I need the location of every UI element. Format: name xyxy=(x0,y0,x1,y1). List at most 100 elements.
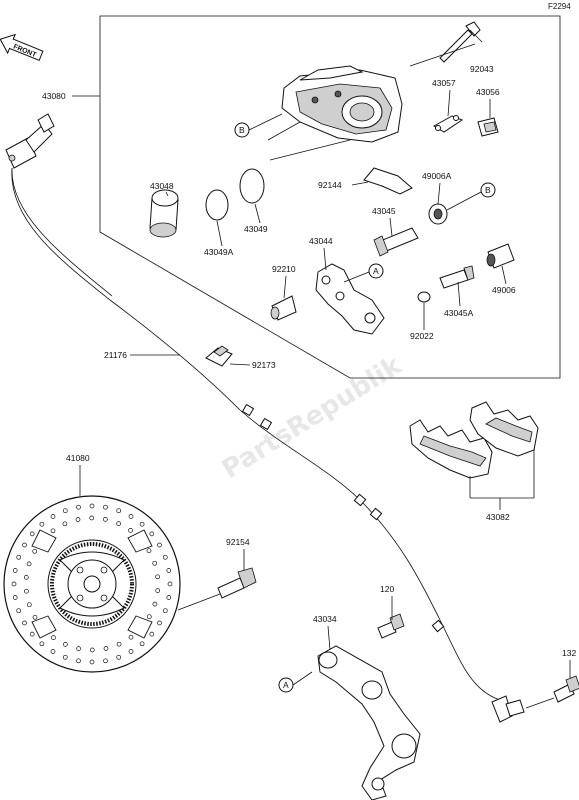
disc-hole xyxy=(23,575,29,580)
disc-hole xyxy=(39,521,45,527)
label-49006: 49006 xyxy=(492,285,516,295)
label-43056: 43056 xyxy=(476,87,500,97)
brake-disc xyxy=(3,495,181,673)
slide-pin-43045 xyxy=(373,227,419,257)
brake-pad-right xyxy=(469,401,539,457)
label-41080: 41080 xyxy=(66,453,90,463)
disc-hole xyxy=(39,641,45,647)
disc-hole xyxy=(22,620,27,626)
watermark: PartsRepublik xyxy=(217,350,407,485)
label-43057: 43057 xyxy=(432,78,456,88)
slide-pin-43045a xyxy=(439,265,475,289)
label-43044: 43044 xyxy=(309,236,333,246)
disc-hole xyxy=(76,504,81,510)
disc-hole xyxy=(12,595,18,600)
disc-hole xyxy=(116,521,121,526)
disc-hole xyxy=(76,658,81,664)
disc-hole xyxy=(103,658,108,664)
disc-bolt xyxy=(217,567,257,599)
label-132: 132 xyxy=(562,648,576,658)
disc-hole xyxy=(89,515,95,521)
abs-sensor-bracket xyxy=(317,645,421,800)
disc-hole xyxy=(75,517,81,522)
seal-43049 xyxy=(239,168,265,204)
washer-92022 xyxy=(417,291,431,303)
disc-hole xyxy=(22,542,27,548)
disc-hole xyxy=(51,635,56,640)
label-92173: 92173 xyxy=(252,360,276,370)
disc-hole xyxy=(26,561,32,567)
callout-b-boot xyxy=(480,182,496,198)
disc-hole xyxy=(128,634,134,640)
callout-a-sensor-bracket-letter: A xyxy=(283,680,289,690)
disc-hole xyxy=(50,514,56,519)
caliper-body xyxy=(281,65,403,143)
disc-hole xyxy=(162,554,168,560)
disc-hole xyxy=(24,588,29,594)
hose-clamp-92173 xyxy=(205,345,233,367)
disc-hole xyxy=(149,531,155,537)
abs-sensor-lead xyxy=(11,167,501,701)
disc-hole xyxy=(63,642,68,647)
disc-hole xyxy=(62,521,68,527)
caliper-bolt xyxy=(439,21,481,63)
hose-clip-4 xyxy=(369,507,383,521)
label-92022: 92022 xyxy=(410,331,434,341)
disc-hole xyxy=(116,508,122,514)
disc-hole xyxy=(128,649,134,654)
disc-hole xyxy=(155,574,160,580)
label-92210: 92210 xyxy=(272,264,296,274)
disc-hole xyxy=(32,614,38,620)
label-49006a: 49006A xyxy=(422,171,452,181)
disc-hole xyxy=(16,608,22,614)
disc-hole xyxy=(128,514,134,519)
figure-code: F2294 xyxy=(548,2,571,11)
disc-hole xyxy=(116,641,122,647)
disc-hole xyxy=(50,528,56,534)
disc-hole xyxy=(166,568,172,573)
disc-hole xyxy=(11,581,17,587)
hose-clip-5 xyxy=(431,619,445,633)
disc-hole xyxy=(167,581,173,587)
disc-hole xyxy=(89,659,95,665)
callout-b-caliper-letter: B xyxy=(239,125,245,135)
disc-hole xyxy=(155,588,161,593)
disc-hole xyxy=(139,641,145,647)
disc-hole xyxy=(162,608,168,614)
bolt-132 xyxy=(553,675,579,703)
label-43049a: 43049A xyxy=(204,247,234,257)
piston xyxy=(149,189,179,238)
label-43034: 43034 xyxy=(313,614,337,624)
caliper-bracket xyxy=(315,263,385,335)
bolt-120 xyxy=(377,613,405,639)
disc-hole xyxy=(157,620,162,626)
disc-hole xyxy=(103,504,108,510)
boot-49006a xyxy=(428,203,448,225)
disc-hole xyxy=(103,517,108,522)
abs-sensor xyxy=(491,695,513,723)
disc-hole xyxy=(152,601,158,607)
label-92144: 92144 xyxy=(318,180,342,190)
disc-hole xyxy=(139,521,145,527)
bleeder-valve xyxy=(477,117,499,137)
boot-92210 xyxy=(270,295,297,321)
disc-hole xyxy=(103,646,109,651)
abs-connector xyxy=(5,113,55,169)
seal-43049a xyxy=(205,189,229,221)
label-43080: 43080 xyxy=(42,91,66,101)
disc-hole xyxy=(128,528,133,533)
boot-49006 xyxy=(486,243,515,269)
disc-hole xyxy=(50,649,56,654)
label-43045a: 43045A xyxy=(444,308,474,318)
hose-clip-3 xyxy=(353,493,367,507)
label-43049: 43049 xyxy=(244,224,268,234)
disc-hole xyxy=(166,595,172,600)
label-43082: 43082 xyxy=(486,512,510,522)
callout-b-boot-letter: B xyxy=(485,185,491,195)
label-92154: 92154 xyxy=(226,537,250,547)
label-92043: 92043 xyxy=(470,64,494,74)
disc-hole xyxy=(152,560,158,566)
disc-hole xyxy=(32,548,38,554)
callout-a-bracket xyxy=(368,263,384,279)
